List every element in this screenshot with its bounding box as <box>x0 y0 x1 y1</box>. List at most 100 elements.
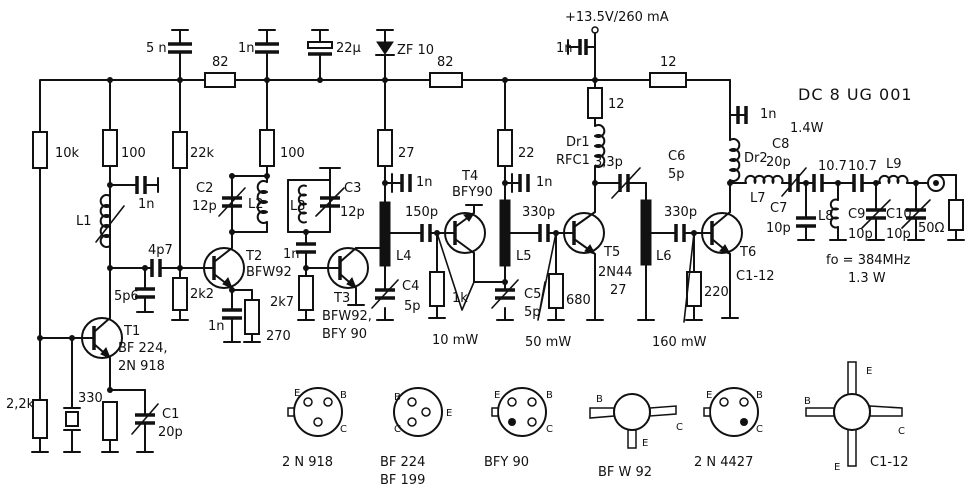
resistor-1k-label: 1k <box>452 291 468 306</box>
pin-2n4427-c: C <box>756 424 763 435</box>
package-bf224-label: BF 224 <box>380 455 425 470</box>
resistor-12a <box>649 72 687 88</box>
cap-1n-t2-label: 1n <box>208 319 225 334</box>
inductor-l9-label: L9 <box>886 157 902 172</box>
cap-c5 <box>491 279 519 309</box>
cap-5p6 <box>135 265 155 313</box>
t6-supply <box>727 105 748 186</box>
resistor-10k <box>32 131 48 169</box>
package-2n918-label: 2 N 918 <box>282 455 333 470</box>
resistor-27-label: 27 <box>398 146 415 161</box>
transistor-t3 <box>327 247 386 306</box>
resistor-100a-label: 100 <box>121 146 146 161</box>
cap-c2 <box>218 175 246 217</box>
cap-1n-l3-label: 1n <box>283 247 300 262</box>
schematic-title: DC 8 UG 001 <box>798 85 913 104</box>
pin-bfy90-e: E <box>494 390 500 401</box>
resistor-2-2k-wire <box>31 337 49 453</box>
cap-330p-b <box>645 224 713 242</box>
resistor-100b-label: 100 <box>280 146 305 161</box>
pin-bf224-c: C <box>394 424 401 435</box>
t1-emitter-network <box>101 357 146 453</box>
t4-name: T4 <box>461 169 478 184</box>
resistor-680-label: 680 <box>566 293 591 308</box>
cap-c1-name: C1 <box>162 407 179 422</box>
pin-c112-e1: E <box>866 366 872 377</box>
t5-type-b: 27 <box>610 283 627 298</box>
inductor-l2 <box>256 180 268 224</box>
cap-1n-l4-label: 1n <box>416 175 433 190</box>
cap-1n-top <box>255 29 279 81</box>
cap-c10-value: 10p <box>886 227 911 242</box>
cap-5n <box>168 29 192 81</box>
cap-c3-name: C3 <box>344 181 361 196</box>
power-pointers <box>436 232 695 323</box>
package-bfy90 <box>491 387 547 437</box>
cap-c2-name: C2 <box>196 181 213 196</box>
pin-bf224-e: E <box>446 408 452 419</box>
cap-1n-top-label: 1n <box>238 41 255 56</box>
resistor-270-label: 270 <box>266 329 291 344</box>
pin-bf224-b: B <box>394 392 401 403</box>
choke-dr1 <box>594 124 606 168</box>
resistor-100b <box>259 129 275 167</box>
t6-type: C1-12 <box>736 269 775 284</box>
cap-3p3-label: 3,3p <box>594 155 623 170</box>
t2-name: T2 <box>245 249 262 264</box>
package-bfw92-label: BF W 92 <box>598 465 652 480</box>
cap-c7-name: C7 <box>770 201 787 216</box>
load-resistor-50-label: 50Ω <box>918 221 945 236</box>
cap-c1 <box>131 403 159 453</box>
t4-bias <box>428 232 446 319</box>
resistor-22 <box>497 129 513 167</box>
pin-2n4427-e: E <box>706 390 712 401</box>
t3-type-a: BFW92, <box>322 309 372 324</box>
package-bfw92 <box>589 393 677 449</box>
cap-c1-value: 20p <box>158 425 183 440</box>
package-2n4427-label: 2 N 4427 <box>694 455 753 470</box>
cap-5p6-label: 5p6 <box>114 289 139 304</box>
package-2n918 <box>287 387 343 437</box>
cap-150p-label: 150p <box>405 205 438 220</box>
resistor-2k2-label: 2k2 <box>190 287 214 302</box>
resistor-330-label: 330 <box>78 391 103 406</box>
pin-c112-c: C <box>898 426 905 437</box>
inductor-l1-label: L1 <box>76 214 92 229</box>
power-level-1: 10 mW <box>432 333 478 348</box>
inductor-l8 <box>829 182 847 241</box>
resistor-2k7-label: 2k7 <box>270 295 294 310</box>
resistor-2-2k <box>32 399 48 439</box>
inductor-l1 <box>99 194 111 248</box>
supply-cap-label: 1n <box>556 41 573 56</box>
resistor-680 <box>548 273 564 309</box>
power-level-4: 1.4W <box>790 121 824 136</box>
load-resistor-50 <box>948 199 964 231</box>
inductor-l2-label: L2 <box>248 197 264 212</box>
cap-c7 <box>796 182 816 241</box>
t6-name: T6 <box>739 245 756 260</box>
cap-c10 <box>901 180 931 241</box>
transistor-t6 <box>701 182 743 319</box>
cap-1n-l1-label: 1n <box>138 197 155 212</box>
package-c112-label: C1-12 <box>870 455 909 470</box>
resistor-82a-label: 82 <box>212 55 229 70</box>
pin-c112-e2: E <box>834 462 840 473</box>
cap-330p-a-label: 330p <box>522 205 555 220</box>
power-level-2: 50 mW <box>525 335 571 350</box>
t5-name: T5 <box>603 245 620 260</box>
cap-c4-value: 5p <box>404 299 421 314</box>
package-c112 <box>805 361 903 467</box>
pin-bfw92-c: C <box>676 422 683 433</box>
supply-input <box>567 26 599 81</box>
supply-label: +13.5V/260 mA <box>565 10 669 25</box>
line-length-b: 10.7 <box>848 159 877 174</box>
inductor-l8-label: L8 <box>818 209 834 224</box>
cap-3p3-c6 <box>594 167 647 201</box>
transistor-t1 <box>37 317 123 359</box>
resistor-2-2k-label: 2,2k <box>6 397 35 412</box>
inductor-l5-label: L5 <box>516 249 532 264</box>
cap-c2-value: 12p <box>192 199 217 214</box>
cap-c5-value: 5p <box>524 305 541 320</box>
cap-c3-value: 12p <box>340 205 365 220</box>
choke-dr2 <box>729 138 741 184</box>
